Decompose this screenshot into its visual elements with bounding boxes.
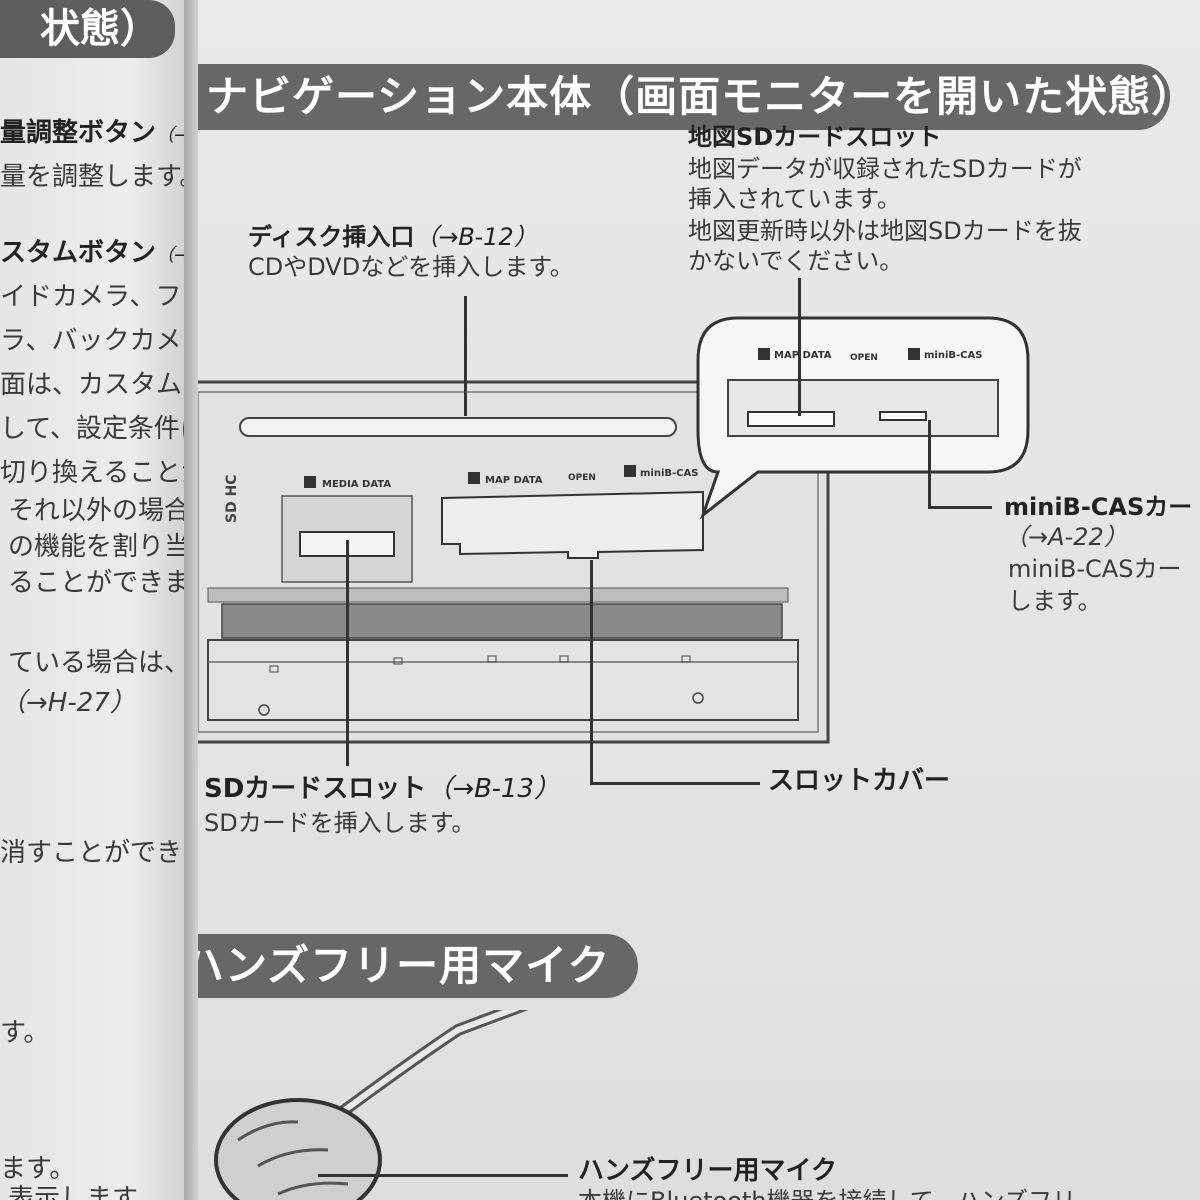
map-sd-slot	[747, 411, 835, 427]
handsfree-mic-illustration	[198, 994, 638, 1200]
map-data-label: MAP DATA	[485, 475, 543, 486]
left-line-7: して、設定条件に	[0, 414, 190, 444]
sd-slot-title: SDカードスロット（→B-13）	[204, 774, 560, 804]
right-page: ナビゲーション本体（画面モニターを開いた状態） 地図SDカードスロット 地図デー…	[198, 0, 1200, 1200]
minib-cas-desc-1: miniB-CASカー	[1008, 555, 1182, 583]
left-line-14: 消すことができ	[0, 838, 183, 868]
mic-desc: 本機にBluetooth機器を接続して、ハンズフリ	[578, 1186, 1076, 1200]
section-title: ナビゲーション本体（画面モニターを開いた状態）	[206, 72, 1195, 121]
left-line-6: 面は、カスタムボ	[0, 370, 190, 400]
left-line-13: （→H-27）	[0, 688, 136, 718]
minib-cas-title: miniB-CASカー	[1004, 493, 1193, 521]
left-line-5: ラ、バックカメラ	[0, 326, 190, 356]
left-line-17: 表示します。	[8, 1184, 162, 1200]
slot-cover	[441, 490, 704, 559]
minib-leader-h	[928, 506, 992, 509]
disc-leader-line	[464, 296, 467, 416]
mic-leader-line	[318, 1174, 568, 1177]
left-page-header-bar: 状態）	[0, 0, 175, 58]
map-sd-desc-3: 地図更新時以外は地図SDカードを抜	[688, 217, 1082, 245]
mic-title: ハンズフリー用マイク	[578, 1156, 837, 1186]
slot-cover-label: スロットカバー	[768, 766, 951, 796]
sd-leader-line	[346, 540, 349, 766]
left-line-3: スタムボタン（→H-2	[0, 238, 190, 268]
map-sd-desc-1: 地図データが収録されたSDカードが	[688, 155, 1082, 183]
map-sd-title: 地図SDカードスロット	[688, 123, 942, 151]
left-line-15: す。	[0, 1018, 50, 1048]
cover-leader-v	[590, 560, 593, 784]
open-label: OPEN	[568, 473, 596, 483]
left-line-4: イドカメラ、フロ	[0, 282, 190, 312]
media-data-label: MEDIA DATA	[322, 479, 391, 490]
left-line-11: ることができま	[8, 568, 190, 598]
mic-section-bar: ハンズフリー用マイク	[198, 934, 638, 998]
section-header-bar: ナビゲーション本体（画面モニターを開いた状態）	[198, 64, 1193, 130]
left-line-1: 量調整ボタン（→B-	[0, 118, 190, 148]
minib-cas-slot	[879, 411, 927, 421]
disc-slot-title: ディスク挿入口（→B-12）	[248, 223, 538, 251]
left-line-16: ます。	[0, 1154, 76, 1184]
minib-cas-desc-2: します。	[1008, 587, 1102, 615]
left-page: 状態） 量調整ボタン（→B- 量を調整します。 スタムボタン（→H-2 イドカメ…	[0, 0, 190, 1200]
sdhc-logo: SD HC	[224, 474, 240, 523]
minib-leader-v	[928, 420, 931, 508]
disc-slot-desc: CDやDVDなどを挿入します。	[248, 253, 574, 281]
disc-slot	[239, 417, 677, 437]
map-sd-leader-line	[798, 278, 801, 416]
sd-slot-desc: SDカードを挿入します。	[204, 809, 476, 837]
zoom-open-label: OPEN	[850, 353, 878, 363]
left-line-2: 量を調整します。	[0, 162, 190, 192]
left-line-10: の機能を割り当	[8, 532, 190, 562]
map-sd-desc-4: かないでください。	[688, 247, 904, 275]
zoom-map-data-label: MAP DATA	[774, 350, 832, 361]
zoom-minib-label: miniB-CAS	[924, 350, 982, 361]
left-line-8: 切り換えることが	[0, 458, 190, 488]
left-line-9: それ以外の場合	[8, 496, 190, 526]
navigation-unit-illustration: SD HC MEDIA DATA MAP DATA OPEN miniB-CAS	[198, 300, 1198, 760]
mic-section-title: ハンズフリー用マイク	[198, 941, 611, 990]
left-page-header-text: 状態）	[40, 6, 160, 52]
left-line-12: ている場合は、	[8, 648, 190, 678]
minib-cas-label: miniB-CAS	[640, 468, 698, 479]
cover-leader-h	[590, 782, 760, 785]
map-sd-desc-2: 挿入されています。	[688, 185, 901, 213]
minib-cas-ref: （→A-22）	[1004, 523, 1128, 551]
